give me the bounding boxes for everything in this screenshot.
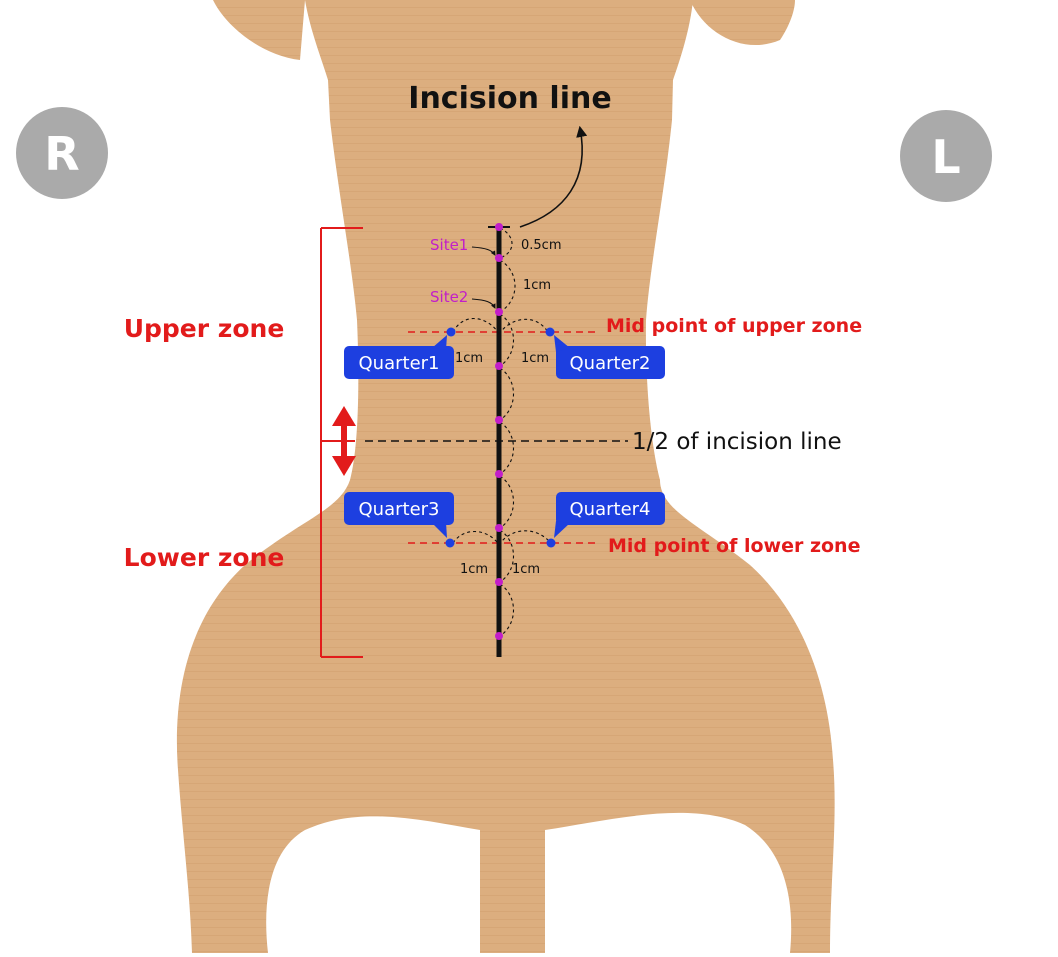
animal-body [176, 0, 835, 953]
distance-0-5cm-label: 0.5cm [521, 238, 562, 253]
half-incision-label: 1/2 of incision line [632, 429, 842, 455]
incision-line-title: Incision line [408, 81, 611, 116]
quarter2-callout: Quarter2 [554, 335, 665, 379]
site2-label: Site2 [430, 288, 468, 306]
site1-label: Site1 [430, 236, 468, 254]
right-ear [690, 0, 795, 46]
spacing-arcs [452, 227, 552, 637]
quarter1-label: Quarter1 [359, 353, 440, 374]
upper-zone-label: Upper zone [124, 314, 285, 343]
quarter4-callout: Quarter4 [554, 492, 665, 538]
right-side-marker: R [16, 107, 108, 199]
quarter-points [445, 327, 556, 548]
quarter4-distance-label: 1cm [512, 562, 540, 577]
quarter3-callout: Quarter3 [344, 492, 454, 538]
distance-1cm-label: 1cm [523, 278, 551, 293]
title-arrow [519, 125, 588, 228]
left-side-label: L [931, 130, 960, 184]
quarter4-label: Quarter4 [570, 499, 651, 520]
site2-arrow [471, 298, 496, 309]
left-ear [213, 0, 305, 60]
zone-bracket [320, 227, 363, 658]
quarter2-label: Quarter2 [570, 353, 651, 374]
quarter1-callout: Quarter1 [344, 335, 454, 379]
quarter3-distance-label: 1cm [460, 562, 488, 577]
site-dots [495, 223, 503, 640]
quarter2-distance-label: 1cm [521, 351, 549, 366]
quarter1-distance-label: 1cm [455, 351, 483, 366]
lower-zone-label: Lower zone [124, 543, 285, 572]
quarter3-label: Quarter3 [359, 499, 440, 520]
lower-midpoint-label: Mid point of lower zone [608, 535, 860, 557]
upper-midpoint-label: Mid point of upper zone [606, 315, 862, 337]
left-side-marker: L [900, 110, 992, 202]
right-side-label: R [44, 127, 79, 181]
double-arrow-icon [332, 406, 356, 476]
site1-arrow [471, 246, 496, 256]
